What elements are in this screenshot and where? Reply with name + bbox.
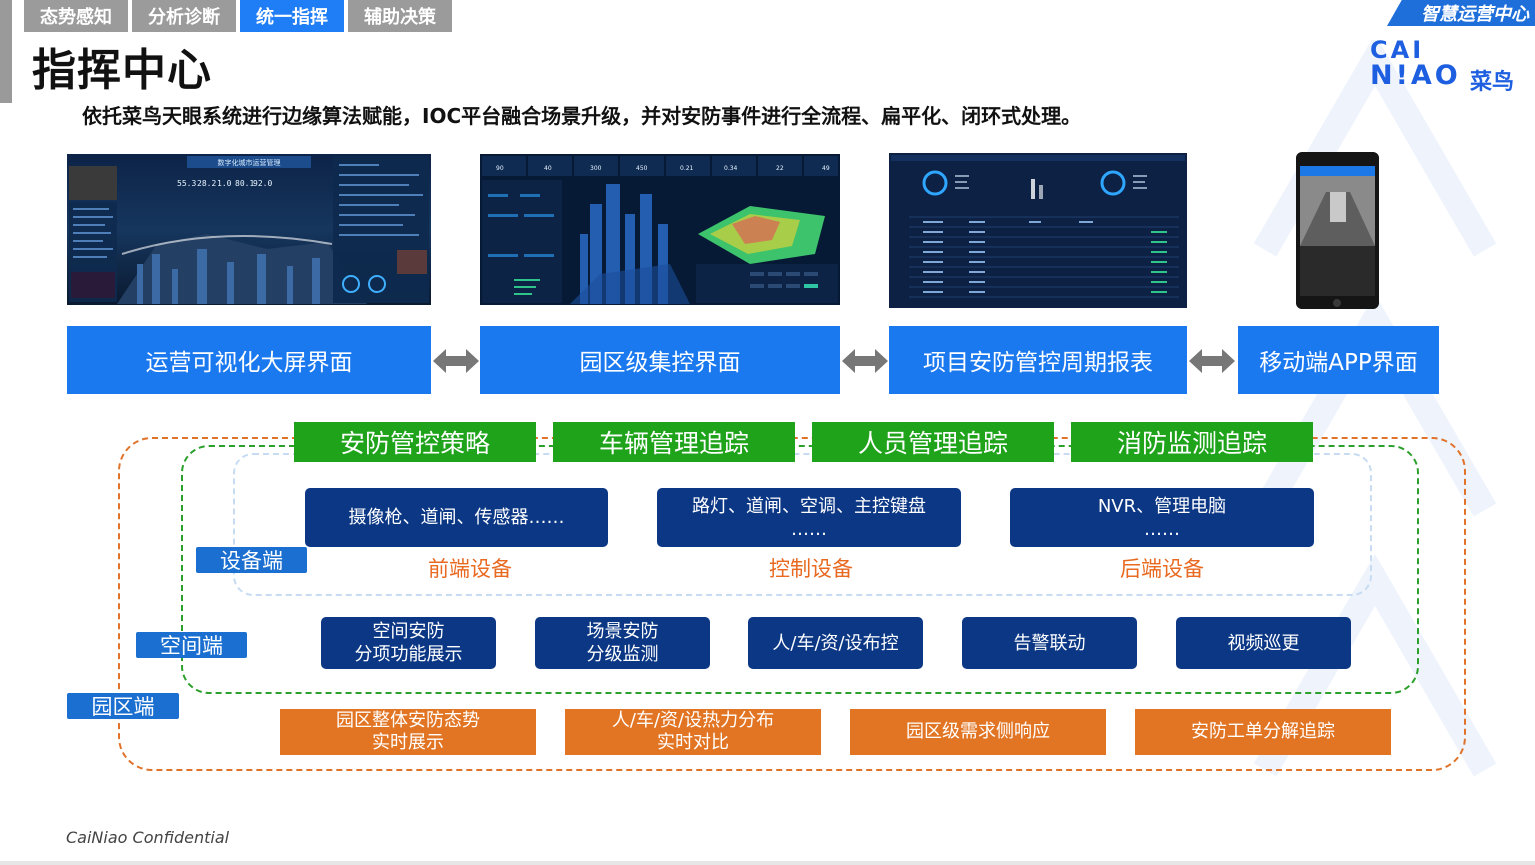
svg-text:49: 49 [822,165,830,172]
frontend-caption: 前端设备 [428,557,512,581]
svg-text:300: 300 [590,165,602,172]
device-control-text: 路灯、道闸、空调、主控键盘 [692,495,926,517]
logo-line2: N!AO [1370,60,1461,91]
device-control-box[interactable]: 路灯、道闸、空调、主控键盘 …… [657,488,961,547]
interface-big-screen[interactable]: 运营可视化大屏界面 [67,326,431,394]
device-backend-ellipsis: …… [1144,518,1180,540]
svg-text:40: 40 [544,165,552,172]
strategy-security[interactable]: 安防管控策略 [294,422,536,462]
double-arrow-icon [433,349,479,373]
interface-security-report[interactable]: 项目安防管控周期报表 [889,326,1187,394]
top-tabs: 态势感知 分析诊断 统一指挥 辅助决策 [24,0,452,32]
space-item-1[interactable]: 空间安防 分项功能展示 [321,617,496,669]
svg-text:1.0: 1.0 [217,179,232,188]
confidential-footer: CaiNiao Confidential [66,828,230,847]
space-item-4[interactable]: 告警联动 [962,617,1137,669]
space-tier-label: 空间端 [136,632,247,658]
page-title: 指挥中心 [32,45,212,96]
svg-text:0.34: 0.34 [724,165,738,172]
strategy-vehicle[interactable]: 车辆管理追踪 [553,422,795,462]
tab-command[interactable]: 统一指挥 [240,0,344,32]
park-item-1[interactable]: 园区整体安防态势 实时展示 [280,709,536,755]
accent-bar [0,0,12,103]
tab-decision[interactable]: 辅助决策 [348,0,452,32]
park-tier-label: 园区端 [67,693,179,719]
big-screen-title: 数字化城市运营管理 [218,158,281,167]
device-backend-box[interactable]: NVR、管理电脑 …… [1010,488,1314,547]
interface-park-control[interactable]: 园区级集控界面 [480,326,840,394]
double-arrow-icon [842,349,888,373]
brand-tag: 智慧运营中心 [1387,0,1535,26]
space-item-5[interactable]: 视频巡更 [1176,617,1351,669]
svg-text:450: 450 [636,165,648,172]
big-screen-screenshot: 数字化城市运营管理 55.3 28.2 1.0 80.1 92.0 [67,154,431,305]
space-tier-region [181,445,1419,694]
device-tier-region [233,453,1372,596]
double-arrow-icon [1189,349,1235,373]
device-control-ellipsis: …… [791,518,827,540]
svg-text:90: 90 [496,165,504,172]
park-item-3[interactable]: 园区级需求侧响应 [850,709,1106,755]
park-item-2[interactable]: 人/车/资/设热力分布 实时对比 [565,709,821,755]
svg-text:80.1: 80.1 [235,179,254,188]
svg-text:92.0: 92.0 [253,179,272,188]
svg-text:28.2: 28.2 [197,179,216,188]
park-item-4[interactable]: 安防工单分解追踪 [1135,709,1391,755]
backend-caption: 后端设备 [1120,557,1204,581]
svg-text:0.21: 0.21 [680,165,694,172]
device-frontend-box[interactable]: 摄像枪、道闸、传感器…… [305,488,608,547]
park-control-screenshot: 90 40 300 450 0.21 0.34 22 49 [480,154,840,305]
svg-text:22: 22 [776,165,784,172]
device-frontend-text: 摄像枪、道闸、传感器…… [348,507,565,528]
tab-situation[interactable]: 态势感知 [24,0,128,32]
device-tier-label: 设备端 [196,547,307,573]
bottom-rule [0,861,1535,865]
interface-mobile-app[interactable]: 移动端APP界面 [1238,326,1439,394]
logo-line1: CAI [1370,36,1425,64]
control-caption: 控制设备 [769,557,853,581]
strategy-personnel[interactable]: 人员管理追踪 [812,422,1054,462]
svg-text:55.3: 55.3 [177,179,196,188]
device-backend-text: NVR、管理电脑 [1097,495,1227,517]
mobile-screenshot [1296,152,1379,309]
strategy-fire[interactable]: 消防监测追踪 [1071,422,1313,462]
page-subtitle: 依托菜鸟天眼系统进行边缘算法赋能，IOC平台融合场景升级，并对安防事件进行全流程… [82,104,1082,128]
space-item-3[interactable]: 人/车/资/设布控 [748,617,923,669]
cainiao-logo: CAI N!AO 菜鸟 [1370,36,1520,95]
report-screenshot [889,153,1187,308]
logo-cn: 菜鸟 [1470,70,1515,95]
tab-analysis[interactable]: 分析诊断 [132,0,236,32]
space-item-2[interactable]: 场景安防 分级监测 [535,617,710,669]
